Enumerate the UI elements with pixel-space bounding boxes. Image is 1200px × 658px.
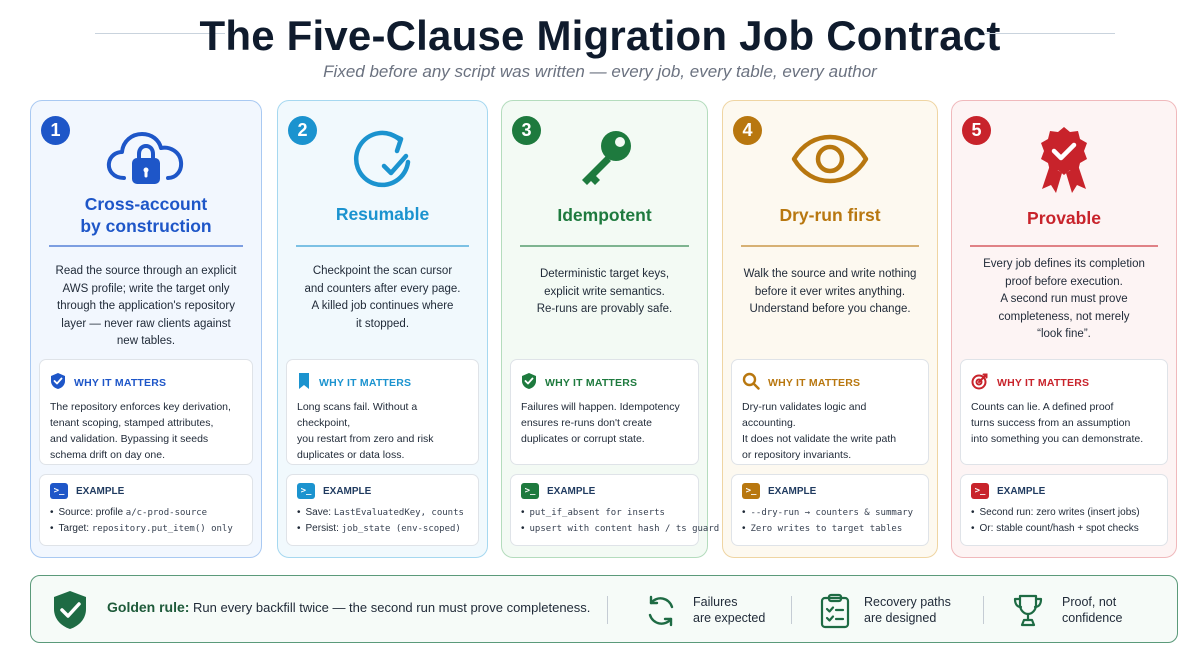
example-heading: EXAMPLE [323, 485, 372, 497]
title-divider [520, 245, 689, 247]
clause-number-badge: 1 [41, 116, 70, 145]
clause-number-badge: 5 [962, 116, 991, 145]
clause-card-3: 3 Idempotent Deterministic target keys,e… [501, 100, 720, 558]
title-divider [296, 245, 469, 247]
example-line: •Second run: zero writes (insert jobs) [971, 507, 1140, 518]
target-icon [971, 372, 989, 393]
clause-title: Resumable [335, 204, 430, 224]
golden-rule-text: Run every backfill twice — the second ru… [193, 600, 591, 615]
example-line: •Save: LastEvaluatedKey, counts [297, 507, 464, 518]
terminal-icon: >_ [521, 483, 539, 499]
clause-card-5: 5 Provable Every job defines its complet… [951, 100, 1177, 558]
example-panel: >_ EXAMPLE •put_if_absent for inserts •up… [510, 474, 720, 546]
footer-item-proof: Proof, not confidence [1062, 595, 1123, 625]
eye-icon [723, 119, 937, 199]
title-divider [741, 245, 919, 247]
golden-rule-label: Golden rule: [107, 599, 190, 615]
why-text: Long scans fail. Without a checkpoint,yo… [297, 401, 434, 461]
why-heading: WHY IT MATTERS [997, 376, 1090, 389]
checklist-icon [819, 593, 851, 634]
why-text: The repository enforces key derivation,t… [50, 401, 231, 461]
example-heading: EXAMPLE [76, 485, 125, 497]
trophy-icon [1011, 593, 1045, 634]
terminal-icon: >_ [50, 483, 68, 499]
key-icon [502, 119, 707, 199]
example-line: •Target: repository.put_item() only [50, 523, 233, 534]
clause-number-badge: 4 [733, 116, 762, 145]
cycle-arrows-icon [643, 593, 679, 634]
page-title: The Five-Clause Migration Job Contract [199, 12, 1001, 59]
example-heading: EXAMPLE [997, 485, 1046, 497]
why-it-matters-panel: WHY IT MATTERS Counts can lie. A defined… [960, 359, 1168, 465]
example-heading: EXAMPLE [768, 485, 817, 497]
divider [791, 596, 792, 624]
shield-check-icon [521, 372, 537, 393]
clause-title: Idempotent [557, 205, 652, 225]
title-divider [49, 245, 243, 247]
page-subtitle: Fixed before any script was written — ev… [323, 62, 877, 81]
shield-check-icon [50, 372, 66, 393]
shield-check-icon [51, 589, 89, 636]
magnifier-icon [742, 372, 760, 393]
bookmark-icon [297, 372, 311, 393]
title-divider [970, 245, 1158, 247]
title-rule-left [95, 33, 225, 34]
example-panel: >_ EXAMPLE •--dry-run → counters & summa… [731, 474, 929, 546]
why-it-matters-panel: WHY IT MATTERS Failures will happen. Ide… [510, 359, 699, 465]
example-line: •--dry-run → counters & summary [742, 507, 914, 518]
why-heading: WHY IT MATTERS [74, 376, 167, 389]
clause-number-badge: 3 [512, 116, 541, 145]
why-heading: WHY IT MATTERS [545, 376, 638, 389]
example-line: •Persist: job_state (env-scoped) [297, 523, 461, 534]
example-panel: >_ EXAMPLE •Save: LastEvaluatedKey, coun… [286, 474, 479, 546]
example-heading: EXAMPLE [547, 485, 596, 497]
example-line: •Or: stable count/hash + spot checks [971, 523, 1139, 534]
golden-rule-bar: Golden rule: Run every backfill twice — … [30, 575, 1178, 643]
why-heading: WHY IT MATTERS [319, 376, 412, 389]
example-panel: >_ EXAMPLE •Second run: zero writes (ins… [960, 474, 1168, 546]
award-ribbon-icon [952, 121, 1176, 201]
why-it-matters-panel: WHY IT MATTERS Dry-run validates logic a… [731, 359, 929, 465]
refresh-check-icon [278, 119, 487, 199]
example-line: •upsert with content hash / ts guard [521, 523, 720, 534]
why-text: Dry-run validates logic and accounting.I… [742, 401, 897, 461]
example-line: •Zero writes to target tables [742, 523, 903, 534]
why-it-matters-panel: WHY IT MATTERS Long scans fail. Without … [286, 359, 479, 465]
example-line: •put_if_absent for inserts [521, 507, 665, 518]
clause-title: Dry-run first [779, 205, 881, 225]
example-line: •Source: profile a/c-prod-source [50, 507, 208, 518]
why-it-matters-panel: WHY IT MATTERS The repository enforces k… [39, 359, 253, 465]
footer-item-recovery: Recovery paths are designed [864, 595, 951, 625]
terminal-icon: >_ [742, 483, 760, 499]
divider [607, 596, 608, 624]
title-rule-right [985, 33, 1115, 34]
footer-item-failures: Failures are expected [693, 595, 766, 625]
clause-number-badge: 2 [288, 116, 317, 145]
why-heading: WHY IT MATTERS [768, 376, 861, 389]
clause-card-4: 4 Dry-run first Walk the source and writ… [722, 100, 938, 558]
cloud-lock-icon [31, 119, 261, 199]
clause-description: Deterministic target keys,explicit write… [536, 268, 673, 315]
example-panel: >_ EXAMPLE •Source: profile a/c-prod-sou… [39, 474, 253, 546]
clause-title: Provable [1027, 208, 1101, 228]
terminal-icon: >_ [297, 483, 315, 499]
terminal-icon: >_ [971, 483, 989, 499]
divider [983, 596, 984, 624]
